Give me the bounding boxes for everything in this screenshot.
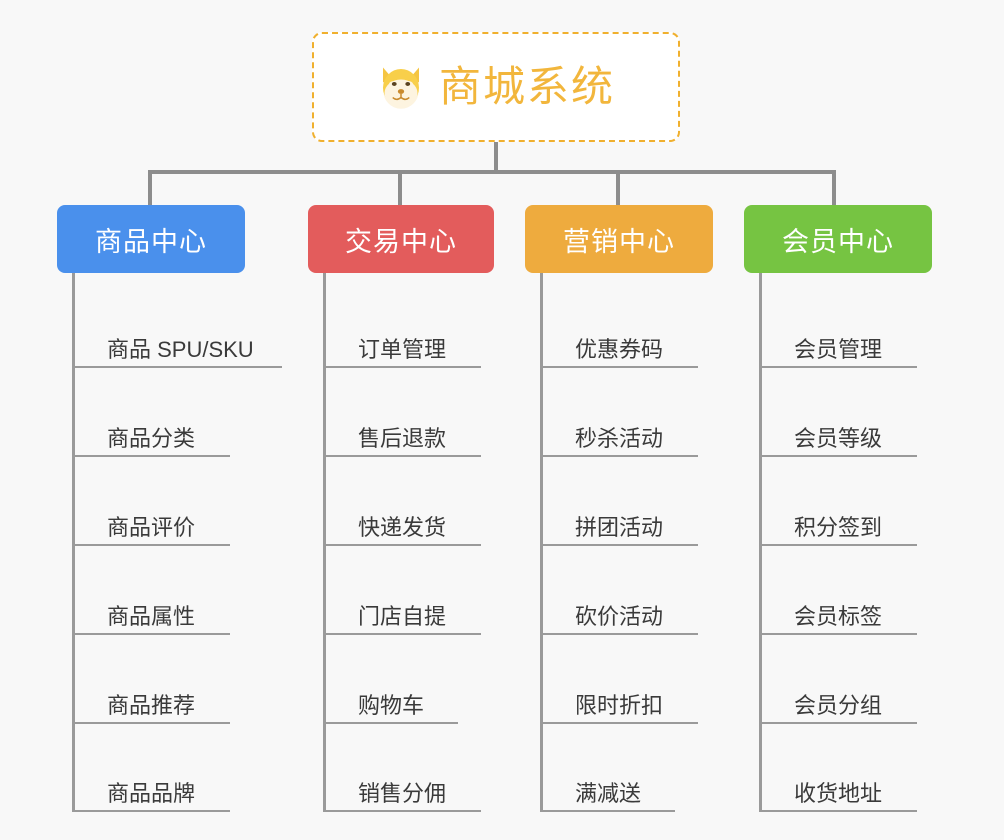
- item-label: 销售分佣: [358, 780, 447, 806]
- dog-face-icon: [377, 63, 425, 111]
- list-item[interactable]: 销售分佣: [326, 724, 481, 812]
- item-label: 门店自提: [358, 603, 447, 629]
- branch-marketing-center: 营销中心 优惠券码 秒杀活动 拼团活动 砍价活动 限时折扣 满减送: [525, 205, 713, 812]
- item-label: 商品 SPU/SKU: [107, 336, 254, 362]
- list-item[interactable]: 订单管理: [326, 279, 481, 368]
- branch-title: 交易中心: [345, 226, 457, 257]
- branch-title: 商品中心: [95, 226, 207, 257]
- connector-drop-1: [148, 170, 152, 205]
- item-label: 商品品牌: [107, 780, 196, 806]
- branch-header-marketing-center[interactable]: 营销中心: [525, 205, 713, 273]
- branch-product-center: 商品中心 商品 SPU/SKU 商品分类 商品评价 商品属性 商品推荐 商品品牌: [57, 205, 282, 812]
- item-label: 会员管理: [794, 336, 883, 362]
- list-item[interactable]: 会员管理: [762, 279, 917, 368]
- list-item[interactable]: 拼团活动: [543, 457, 698, 546]
- list-item[interactable]: 商品分类: [75, 368, 230, 457]
- list-item[interactable]: 快递发货: [326, 457, 481, 546]
- list-item[interactable]: 满减送: [543, 724, 675, 812]
- item-label: 优惠券码: [575, 336, 664, 362]
- item-label: 拼团活动: [575, 514, 664, 540]
- list-item[interactable]: 售后退款: [326, 368, 481, 457]
- item-label: 订单管理: [358, 336, 447, 362]
- list-item[interactable]: 商品评价: [75, 457, 230, 546]
- list-item[interactable]: 优惠券码: [543, 279, 698, 368]
- item-label: 会员分组: [794, 692, 883, 718]
- list-item[interactable]: 积分签到: [762, 457, 917, 546]
- list-item[interactable]: 砍价活动: [543, 546, 698, 635]
- branch-item-list: 会员管理 会员等级 积分签到 会员标签 会员分组 收货地址: [759, 273, 932, 812]
- item-label: 满减送: [575, 780, 642, 806]
- list-item[interactable]: 商品 SPU/SKU: [75, 279, 282, 368]
- branch-item-list: 优惠券码 秒杀活动 拼团活动 砍价活动 限时折扣 满减送: [540, 273, 713, 812]
- branch-item-list: 订单管理 售后退款 快递发货 门店自提 购物车 销售分佣: [323, 273, 494, 812]
- branch-header-member-center[interactable]: 会员中心: [744, 205, 932, 273]
- list-item[interactable]: 商品品牌: [75, 724, 230, 812]
- list-item[interactable]: 门店自提: [326, 546, 481, 635]
- list-item[interactable]: 秒杀活动: [543, 368, 698, 457]
- item-label: 会员标签: [794, 603, 883, 629]
- list-item[interactable]: 商品推荐: [75, 635, 230, 724]
- item-label: 商品属性: [107, 603, 196, 629]
- item-label: 售后退款: [358, 425, 447, 451]
- item-label: 积分签到: [794, 514, 883, 540]
- root-title: 商城系统: [438, 63, 615, 110]
- list-item[interactable]: 商品属性: [75, 546, 230, 635]
- item-label: 收货地址: [794, 780, 883, 806]
- branch-trade-center: 交易中心 订单管理 售后退款 快递发货 门店自提 购物车 销售分佣: [308, 205, 494, 812]
- branch-header-trade-center[interactable]: 交易中心: [308, 205, 494, 273]
- item-label: 会员等级: [794, 425, 883, 451]
- root-node[interactable]: 商城系统: [312, 32, 680, 142]
- connector-drop-4: [832, 170, 836, 205]
- list-item[interactable]: 会员标签: [762, 546, 917, 635]
- branch-header-product-center[interactable]: 商品中心: [57, 205, 245, 273]
- item-label: 商品推荐: [107, 692, 196, 718]
- item-label: 限时折扣: [575, 692, 664, 718]
- connector-drop-3: [616, 170, 620, 205]
- list-item[interactable]: 会员等级: [762, 368, 917, 457]
- item-label: 砍价活动: [575, 603, 664, 629]
- list-item[interactable]: 限时折扣: [543, 635, 698, 724]
- item-label: 秒杀活动: [575, 425, 664, 451]
- item-label: 商品评价: [107, 514, 196, 540]
- connector-stem: [494, 142, 498, 173]
- list-item[interactable]: 购物车: [326, 635, 458, 724]
- list-item[interactable]: 会员分组: [762, 635, 917, 724]
- list-item[interactable]: 收货地址: [762, 724, 917, 812]
- item-label: 购物车: [358, 692, 425, 718]
- branch-item-list: 商品 SPU/SKU 商品分类 商品评价 商品属性 商品推荐 商品品牌: [72, 273, 282, 812]
- branch-member-center: 会员中心 会员管理 会员等级 积分签到 会员标签 会员分组 收货地址: [744, 205, 932, 812]
- connector-bus: [148, 170, 834, 174]
- item-label: 商品分类: [107, 425, 196, 451]
- branch-title: 营销中心: [563, 226, 675, 257]
- connector-drop-2: [398, 170, 402, 205]
- item-label: 快递发货: [358, 514, 447, 540]
- branch-title: 会员中心: [782, 226, 894, 257]
